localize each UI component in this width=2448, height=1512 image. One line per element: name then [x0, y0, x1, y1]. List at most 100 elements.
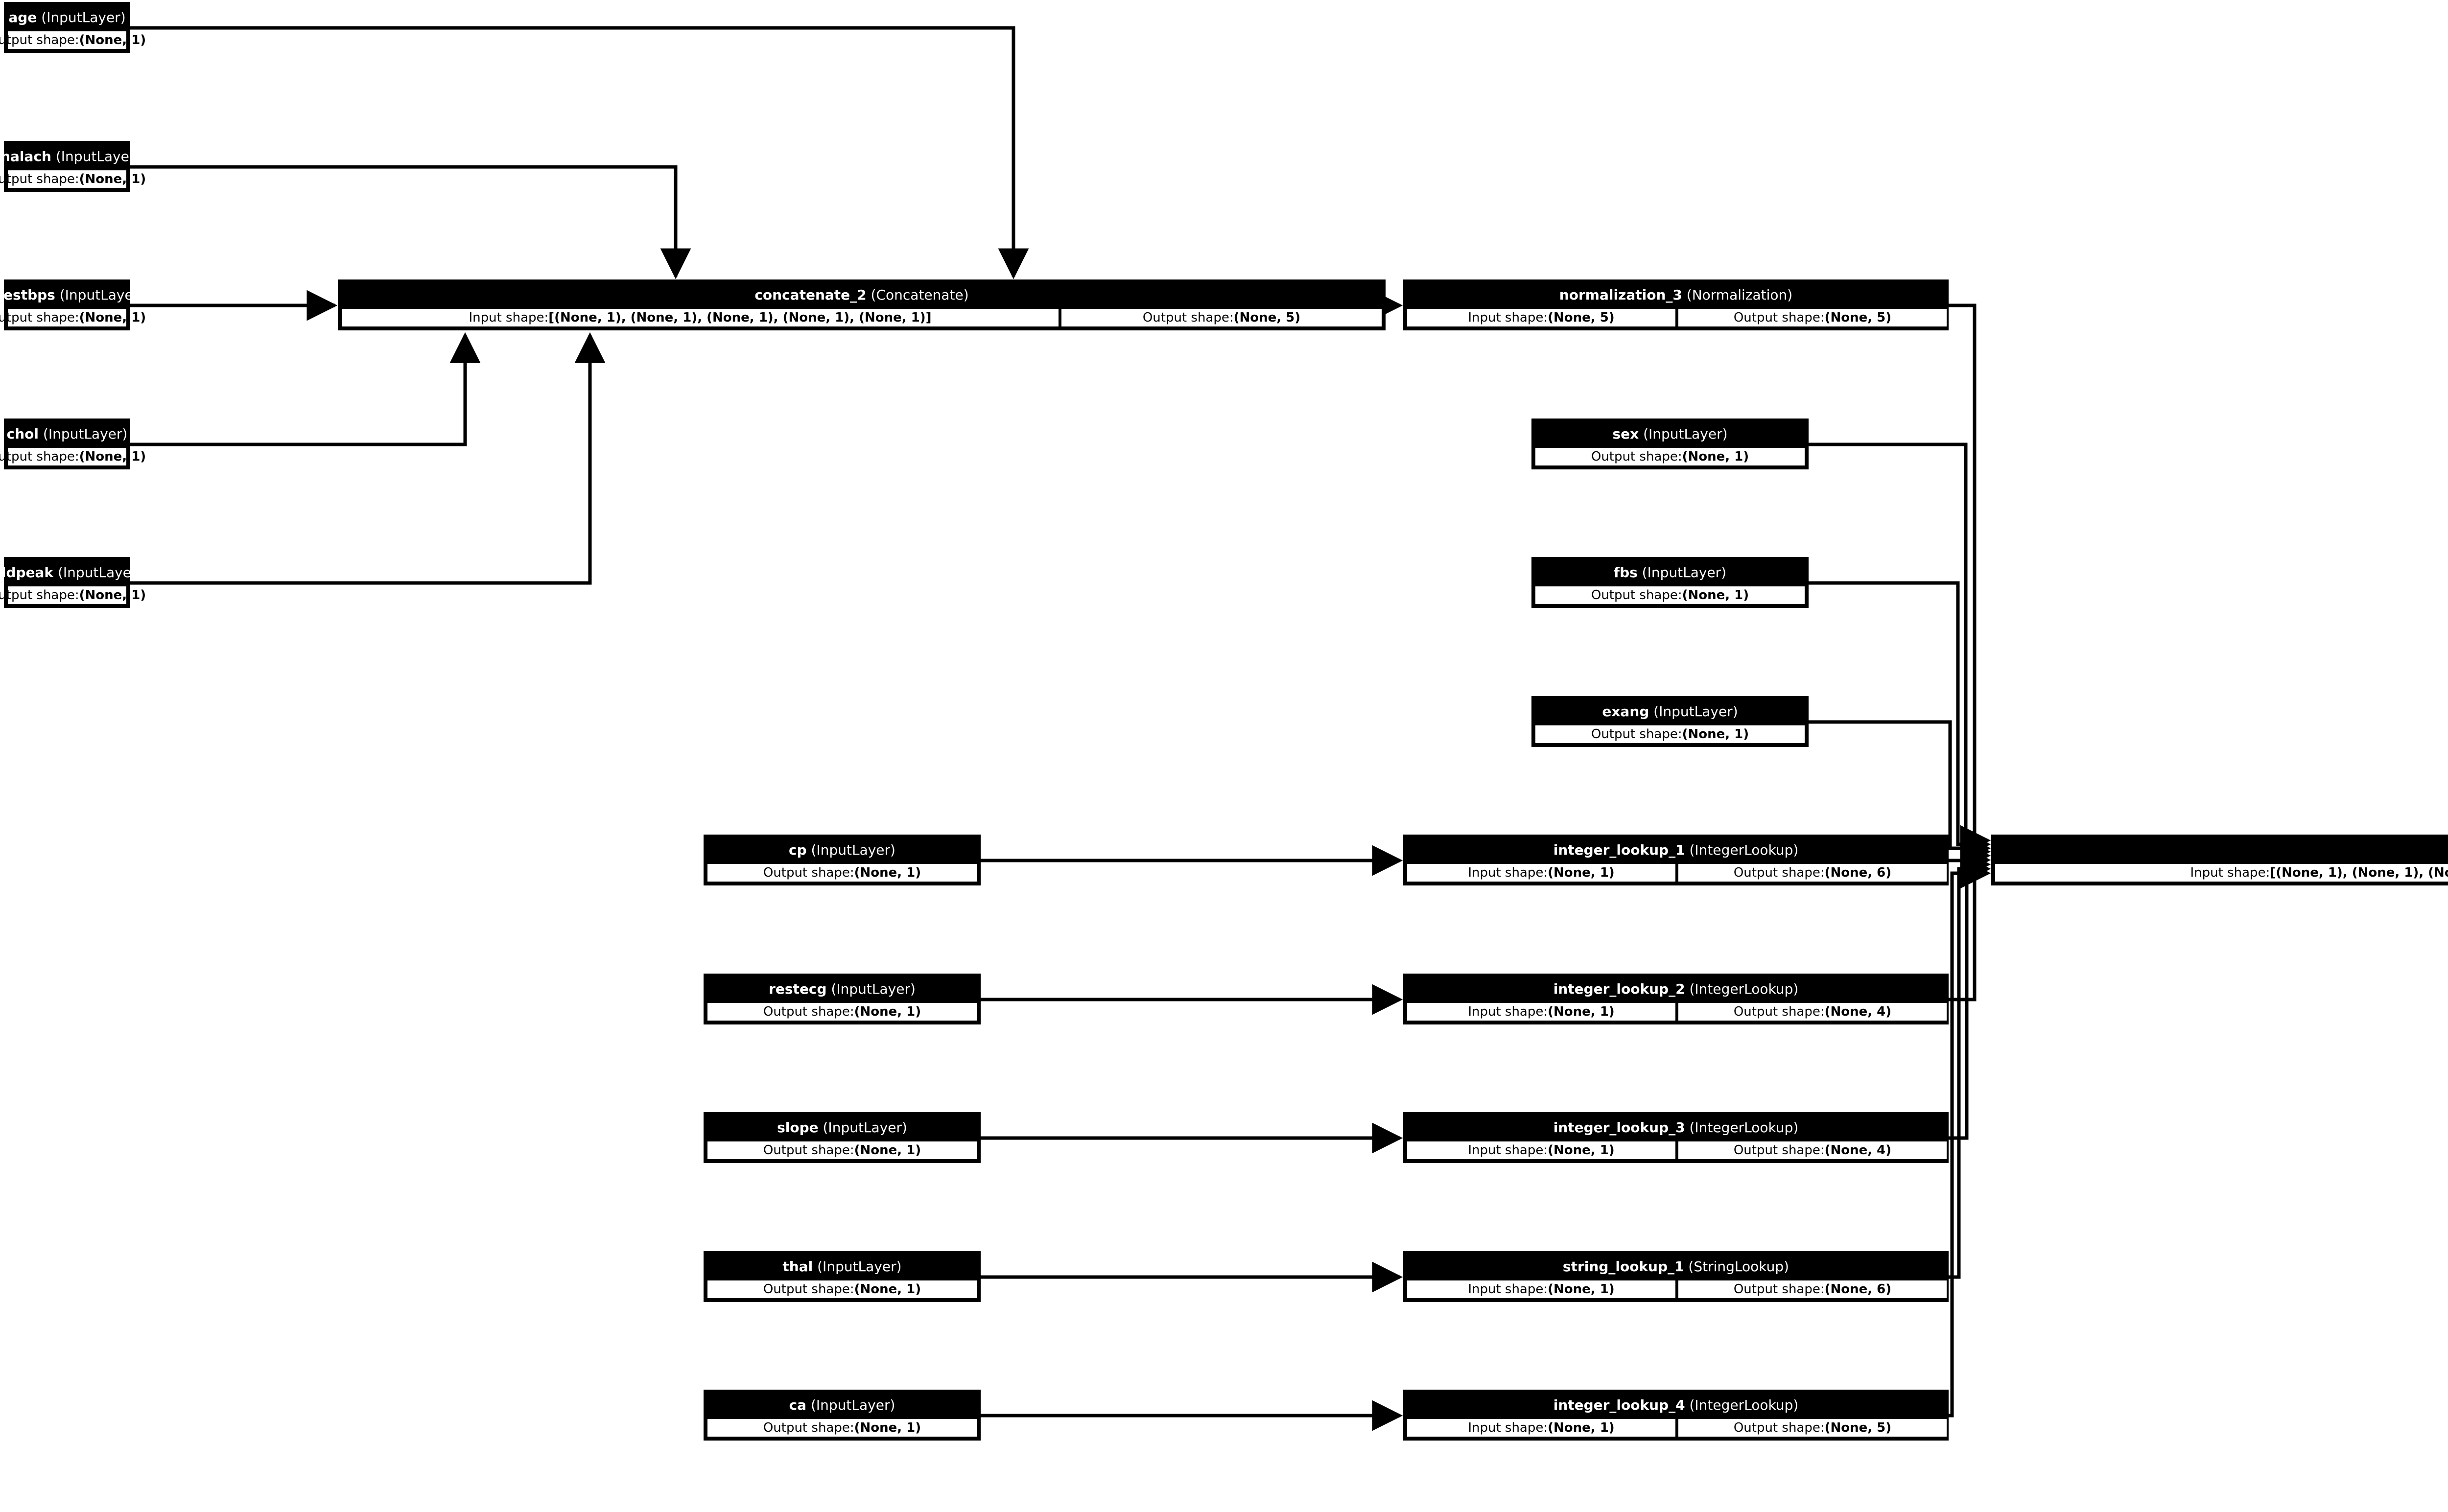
layer-name: sex: [1612, 425, 1639, 442]
layer-title-integer-lookup-1: integer_lookup_1 (IntegerLookup): [1406, 837, 1946, 862]
layer-type: (InputLayer): [55, 286, 144, 303]
layer-node-sex[interactable]: sex (InputLayer) Output shape: (None, 1): [1531, 419, 1809, 469]
layer-shapes-concatenate-2: Input shape: [(None, 1), (None, 1), (Non…: [340, 307, 1383, 328]
shape-label: Output shape:: [1733, 1004, 1825, 1019]
layer-name: restecg: [769, 980, 827, 997]
output-shape-cell: Output shape: (None, 1): [0, 307, 146, 328]
layer-name: trestbps: [0, 286, 55, 303]
edge-chol-concatenate2: [130, 332, 481, 446]
layer-node-slope[interactable]: slope (InputLayer)Output shape: (None, 1…: [704, 1112, 981, 1163]
layer-title-sex: sex (InputLayer): [1534, 421, 1806, 446]
layer-name: ca: [789, 1396, 807, 1413]
layer-node-cp[interactable]: cp (InputLayer)Output shape: (None, 1): [704, 835, 981, 885]
layer-title-cp: cp (InputLayer): [706, 837, 978, 862]
layer-node-thalach[interactable]: thalach (InputLayer)Output shape: (None,…: [0, 141, 146, 192]
layer-title-exang: exang (InputLayer): [1534, 698, 1806, 724]
layer-node-restecg[interactable]: restecg (InputLayer)Output shape: (None,…: [704, 974, 981, 1024]
layer-title-trestbps: trestbps (InputLayer): [0, 282, 144, 307]
layer-type: (IntegerLookup): [1685, 980, 1799, 997]
shape-label: Input shape:: [1468, 1143, 1548, 1158]
shape-value: (None, 1): [79, 449, 146, 464]
layer-shapes-chol: Output shape: (None, 1): [0, 446, 146, 467]
edge-fbs-concatenate3: [1809, 581, 1991, 860]
layer-type: (InputLayer): [806, 1396, 895, 1413]
layer-type: (Concatenate): [866, 286, 969, 303]
shape-value: (None, 1): [79, 172, 146, 186]
shape-label: Input shape:: [1468, 1004, 1548, 1019]
shape-value: (None, 1): [1548, 865, 1615, 880]
edge-integerlookup4-concatenate3: [1949, 858, 1991, 1418]
layer-shapes-thal: Output shape: (None, 1): [706, 1279, 978, 1300]
shape-label: Output shape:: [1733, 1420, 1825, 1435]
layer-node-chol[interactable]: chol (InputLayer)Output shape: (None, 1): [0, 419, 146, 469]
layer-shapes-integer-lookup-1: Input shape: (None, 1)Output shape: (Non…: [1406, 862, 1948, 883]
layer-node-fbs[interactable]: fbs (InputLayer)Output shape: (None, 1): [1531, 557, 1809, 608]
shape-value: (None, 4): [1824, 1004, 1892, 1019]
layer-title-concatenate-2: concatenate_2 (Concatenate): [340, 282, 1383, 307]
layer-node-integer-lookup-3[interactable]: integer_lookup_3 (IntegerLookup)Input sh…: [1403, 1112, 1949, 1163]
shape-label: Output shape:: [763, 1282, 854, 1297]
layer-node-oldpeak[interactable]: oldpeak (InputLayer)Output shape: (None,…: [0, 557, 146, 608]
layer-name: normalization_3: [1559, 286, 1682, 303]
shape-label: Output shape:: [0, 588, 79, 603]
layer-title-normalization-3: normalization_3 (Normalization): [1406, 282, 1946, 307]
shape-value: (None, 1): [854, 1004, 921, 1019]
layer-name: cp: [789, 841, 807, 858]
output-shape-cell: Output shape: (None, 1): [0, 446, 146, 467]
shape-label: Input shape:: [1468, 1420, 1548, 1435]
layer-shapes-integer-lookup-3: Input shape: (None, 1)Output shape: (Non…: [1406, 1140, 1948, 1161]
layer-node-thal[interactable]: thal (InputLayer)Output shape: (None, 1): [704, 1251, 981, 1302]
layer-type: (InputLayer): [1639, 425, 1728, 442]
output-shape-cell: Output shape: (None, 1): [1534, 724, 1806, 744]
shape-label: Output shape:: [0, 310, 79, 325]
input-shape-cell: Input shape: (None, 1): [1406, 862, 1677, 883]
layer-name: integer_lookup_3: [1553, 1119, 1685, 1136]
layer-node-integer-lookup-1[interactable]: integer_lookup_1 (IntegerLookup)Input sh…: [1403, 835, 1949, 885]
layer-title-concatenate-3: concatenate_3 (Concatenate): [1994, 837, 2448, 862]
layer-title-oldpeak: oldpeak (InputLayer): [0, 559, 142, 585]
layer-name: thalach: [0, 148, 51, 164]
layer-node-integer-lookup-2[interactable]: integer_lookup_2 (IntegerLookup)Input sh…: [1403, 974, 1949, 1024]
output-shape-cell: Output shape: (None, 1): [706, 1140, 978, 1161]
input-shape-cell: Input shape: (None, 1): [1406, 1140, 1677, 1161]
shape-value: (None, 6): [1824, 865, 1892, 880]
shape-label: Output shape:: [1591, 727, 1682, 742]
layer-name: fbs: [1613, 564, 1638, 581]
layer-node-ca[interactable]: ca (InputLayer)Output shape: (None, 1): [704, 1390, 981, 1441]
layer-node-trestbps[interactable]: trestbps (InputLayer)Output shape: (None…: [0, 279, 146, 330]
layer-node-age[interactable]: age (InputLayer)Output shape: (None, 1): [0, 2, 146, 53]
layer-title-integer-lookup-4: integer_lookup_4 (IntegerLookup): [1406, 1392, 1946, 1418]
layer-name: integer_lookup_4: [1553, 1396, 1685, 1413]
layer-type: (InputLayer): [818, 1119, 907, 1136]
layer-name: oldpeak: [0, 564, 54, 581]
layer-shapes-normalization-3: Input shape: (None, 5)Output shape: (Non…: [1406, 307, 1948, 328]
shape-label: Output shape:: [1591, 449, 1682, 464]
shape-label: Output shape:: [1733, 1143, 1825, 1158]
shape-label: Output shape:: [1733, 1282, 1825, 1297]
layer-node-concatenate-2[interactable]: concatenate_2 (Concatenate)Input shape: …: [338, 279, 1386, 330]
input-shape-cell: Input shape: [(None, 1), (None, 1), (Non…: [340, 307, 1060, 328]
output-shape-cell: Output shape: (None, 4): [1677, 1001, 1948, 1022]
layer-node-integer-lookup-4[interactable]: integer_lookup_4 (IntegerLookup) Input sh…: [1403, 1390, 1949, 1441]
layer-shapes-string-lookup-1: Input shape: (None, 1)Output shape: (Non…: [1406, 1279, 1948, 1300]
layer-type: (InputLayer): [39, 425, 128, 442]
shape-label: Output shape:: [0, 33, 79, 47]
layer-node-normalization-3[interactable]: normalization_3 (Normalization)Input sha…: [1403, 279, 1949, 330]
layer-title-ca: ca (InputLayer): [706, 1392, 978, 1418]
layer-title-string-lookup-1: string_lookup_1 (StringLookup): [1406, 1254, 1946, 1279]
layer-node-concatenate-3[interactable]: concatenate_3 (Concatenate)Input shape: …: [1991, 835, 2448, 885]
shape-value: [(None, 1), (None, 1), (None, 1), (None,…: [2270, 865, 2448, 880]
layer-shapes-restecg: Output shape: (None, 1): [706, 1001, 978, 1022]
shape-value: (None, 1): [79, 310, 146, 325]
edge-integerlookup1-concatenate3: [1949, 840, 1991, 871]
shape-value: (None, 1): [854, 1420, 921, 1435]
output-shape-cell: Output shape: (None, 6): [1677, 1279, 1948, 1300]
layer-node-string-lookup-1[interactable]: string_lookup_1 (StringLookup)Input shap…: [1403, 1251, 1949, 1302]
layer-node-exang[interactable]: exang (InputLayer)Output shape: (None, 1…: [1531, 696, 1809, 747]
edge-thalach-concatenate2: [130, 165, 691, 279]
shape-value: (None, 5): [1548, 310, 1615, 325]
shape-label: Output shape:: [763, 1143, 854, 1158]
shape-value: (None, 1): [1682, 449, 1749, 464]
